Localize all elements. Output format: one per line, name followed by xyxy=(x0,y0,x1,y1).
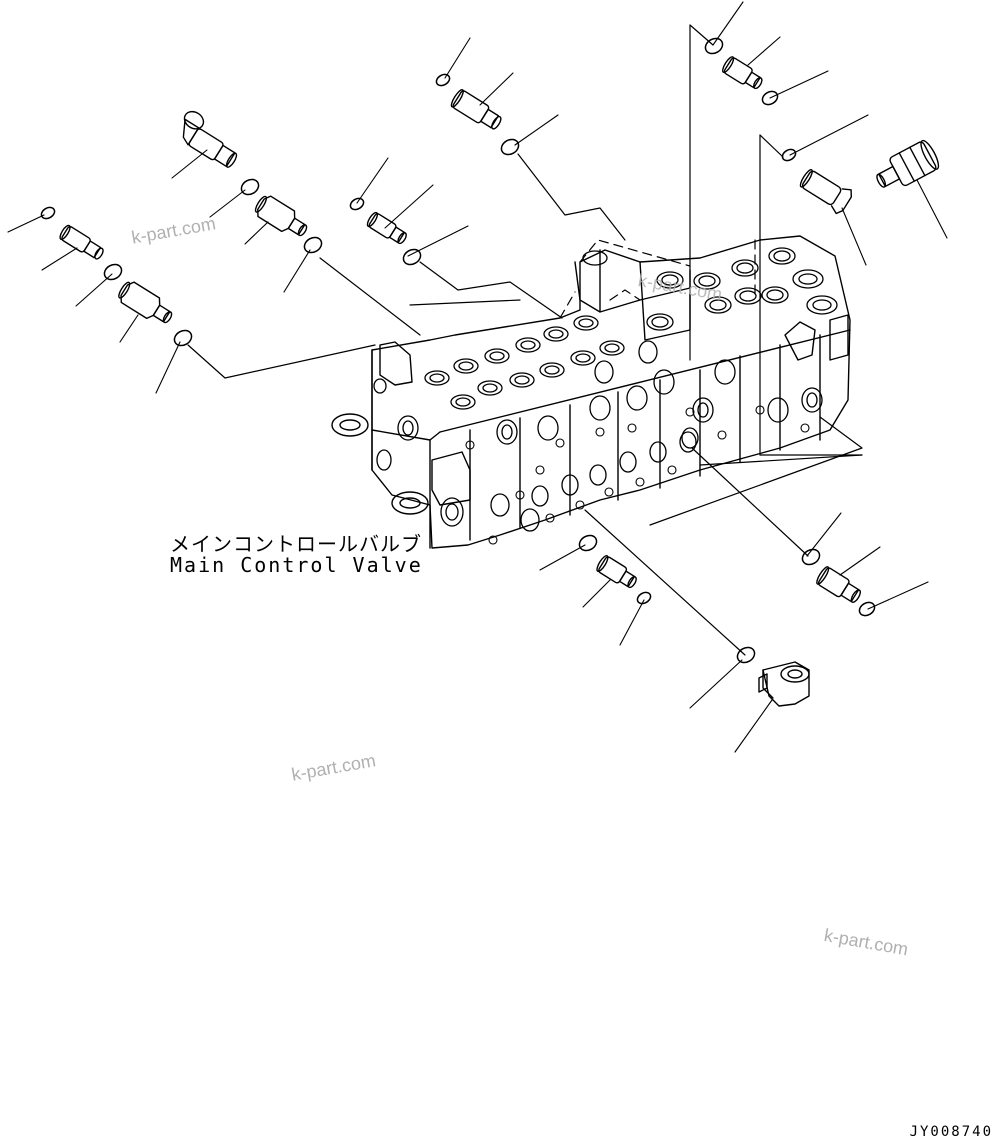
callout-pointers xyxy=(7,1,948,753)
adapter-fitting xyxy=(816,566,862,603)
adapter-fitting xyxy=(722,56,763,90)
part-label-japanese: メインコントロールバルブ xyxy=(170,532,422,556)
elbow-fitting xyxy=(182,110,238,168)
fittings xyxy=(59,56,940,707)
adapter-fitting xyxy=(450,89,502,130)
o-rings xyxy=(40,37,876,664)
part-label-english: Main Control Valve xyxy=(170,553,423,577)
pressure-switch xyxy=(799,169,852,215)
main-control-valve xyxy=(331,235,851,549)
adapter-fitting xyxy=(366,211,407,245)
adapter-fitting xyxy=(59,224,104,260)
pressure-sensor xyxy=(876,139,940,188)
leader-lines xyxy=(187,24,863,656)
hex-adapter-fitting xyxy=(118,281,173,324)
figure-code: JY008740 xyxy=(909,1124,993,1140)
dashed-guides xyxy=(559,239,756,319)
elbow-fitting xyxy=(758,661,810,707)
hex-adapter-fitting xyxy=(254,195,308,237)
adapter-fitting xyxy=(596,555,637,589)
